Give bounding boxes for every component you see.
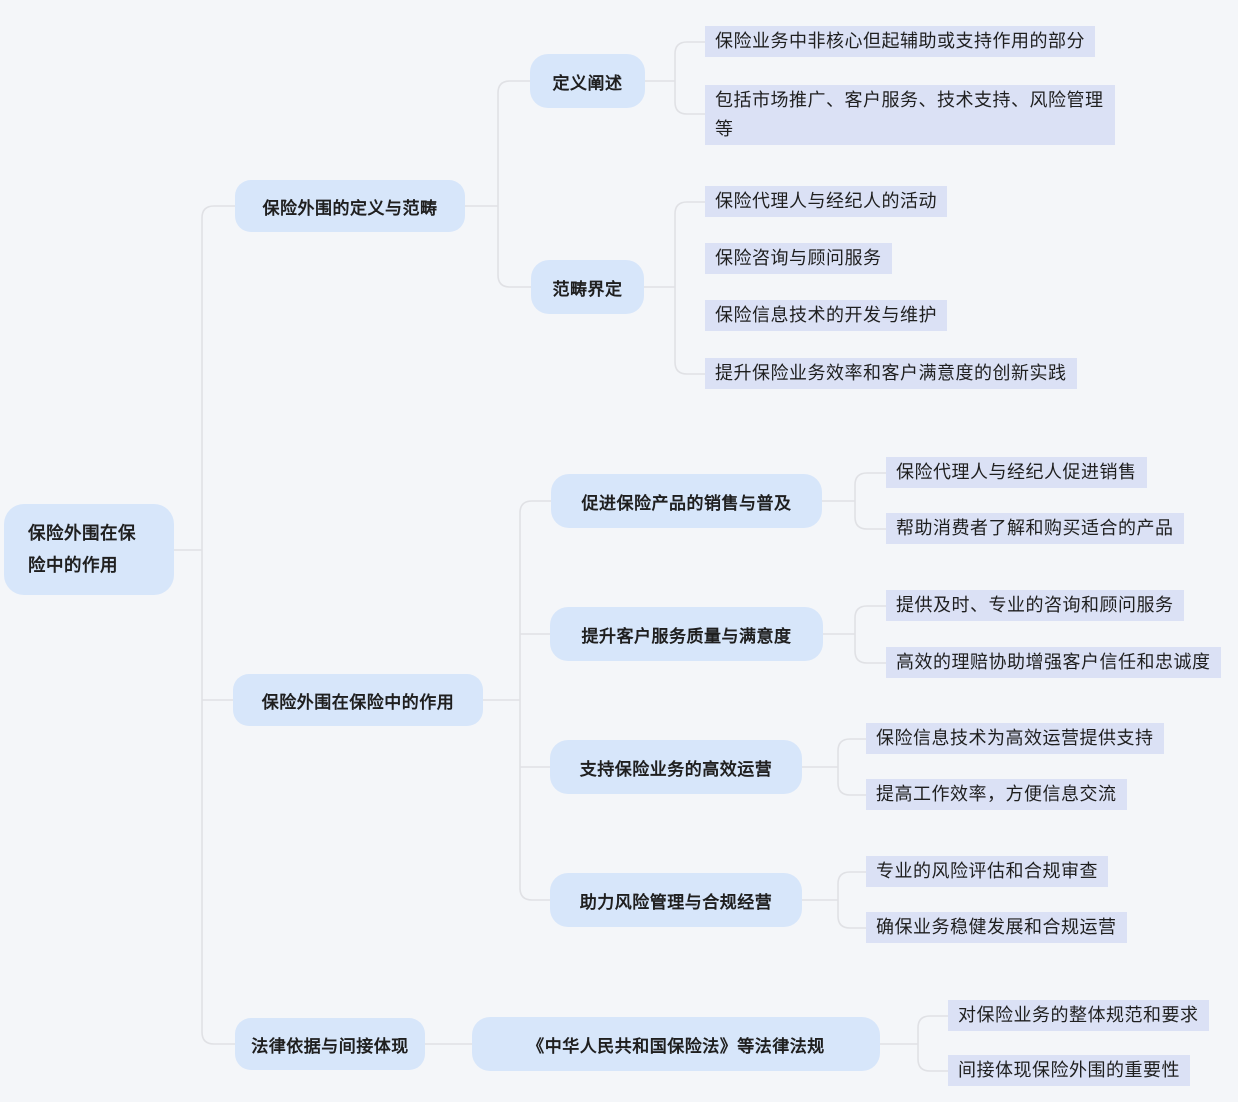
connector-def-bracket xyxy=(674,41,705,115)
connector-ops-bracket xyxy=(837,738,866,796)
branch-legal-basis[interactable]: 法律依据与间接体现 xyxy=(235,1018,425,1070)
connector-sales-bracket xyxy=(854,472,886,530)
leaf-scope-2[interactable]: 保险咨询与顾问服务 xyxy=(705,243,892,274)
leaf-scope-1[interactable]: 保险代理人与经纪人的活动 xyxy=(705,186,947,217)
leaf-ops-2[interactable]: 提高工作效率，方便信息交流 xyxy=(866,779,1127,810)
connector-trunk xyxy=(201,205,235,1045)
leaf-scope-3[interactable]: 保险信息技术的开发与维护 xyxy=(705,300,947,331)
connector-risk-bracket xyxy=(837,871,866,929)
connector-service-bracket xyxy=(854,605,886,664)
subnode-efficient-operations[interactable]: 支持保险业务的高效运营 xyxy=(550,740,802,794)
subnode-service-quality[interactable]: 提升客户服务质量与满意度 xyxy=(550,607,823,661)
connector-branch2-bracket xyxy=(519,500,551,901)
leaf-service-2[interactable]: 高效的理赔协助增强客户信任和忠诚度 xyxy=(886,647,1221,678)
leaf-scope-4[interactable]: 提升保险业务效率和客户满意度的创新实践 xyxy=(705,358,1077,389)
connector-scope-bracket xyxy=(674,201,705,375)
leaf-risk-2[interactable]: 确保业务稳健发展和合规运营 xyxy=(866,912,1127,943)
subnode-scope[interactable]: 范畴界定 xyxy=(531,260,644,314)
connector-branch1-bracket xyxy=(497,80,531,288)
leaf-law-2[interactable]: 间接体现保险外围的重要性 xyxy=(948,1055,1190,1086)
leaf-service-1[interactable]: 提供及时、专业的咨询和顾问服务 xyxy=(886,590,1184,621)
leaf-definition-2[interactable]: 包括市场推广、客户服务、技术支持、风险管理等 xyxy=(705,85,1115,145)
subnode-definition[interactable]: 定义阐述 xyxy=(530,54,645,108)
branch-definition-scope[interactable]: 保险外围的定义与范畴 xyxy=(235,180,465,232)
leaf-risk-1[interactable]: 专业的风险评估和合规审查 xyxy=(866,856,1108,887)
subnode-promote-sales[interactable]: 促进保险产品的销售与普及 xyxy=(551,474,822,528)
leaf-law-1[interactable]: 对保险业务的整体规范和要求 xyxy=(948,1000,1209,1031)
subnode-risk-compliance[interactable]: 助力风险管理与合规经营 xyxy=(550,873,802,927)
leaf-ops-1[interactable]: 保险信息技术为高效运营提供支持 xyxy=(866,723,1164,754)
subnode-insurance-law[interactable]: 《中华人民共和国保险法》等法律法规 xyxy=(472,1017,880,1071)
leaf-sales-1[interactable]: 保险代理人与经纪人促进销售 xyxy=(886,457,1147,488)
connector-law-bracket xyxy=(917,1015,948,1072)
leaf-sales-2[interactable]: 帮助消费者了解和购买适合的产品 xyxy=(886,513,1184,544)
branch-role-in-insurance[interactable]: 保险外围在保险中的作用 xyxy=(233,674,483,726)
leaf-definition-1[interactable]: 保险业务中非核心但起辅助或支持作用的部分 xyxy=(705,26,1095,57)
root-node[interactable]: 保险外围在保险中的作用 xyxy=(4,504,174,595)
